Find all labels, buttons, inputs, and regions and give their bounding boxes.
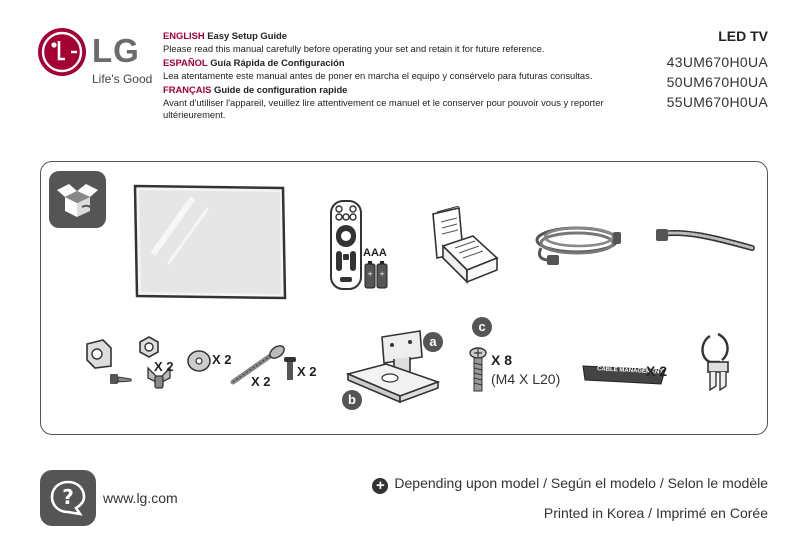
language-name: FRANÇAIS	[163, 84, 212, 95]
product-info: LED TV 43UM670H0UA 50UM670H0UA 55UM670H0…	[667, 28, 768, 112]
intro-spanish: ESPAÑOL Guía Rápida de Configuración Lea…	[163, 57, 633, 82]
cable-tie-icon	[656, 226, 756, 256]
wing-nut-icon	[145, 364, 173, 390]
part-badge-b: b	[342, 390, 362, 410]
brand-name: LG	[92, 32, 140, 69]
language-name: ENGLISH	[163, 30, 205, 41]
language-name: ESPAÑOL	[163, 57, 208, 68]
battery-label: AAA	[363, 247, 387, 259]
website-link[interactable]: www.lg.com	[103, 490, 178, 506]
model-number: 55UM670H0UA	[666, 94, 768, 110]
intro-text: ENGLISH Easy Setup Guide Please read thi…	[163, 30, 633, 124]
package-contents: AAA + +	[40, 161, 768, 435]
model-number: 43UM670H0UA	[666, 54, 768, 70]
intro-french: FRANÇAIS Guide de configuration rapide A…	[163, 84, 633, 122]
printed-in: Printed in Korea / Imprimé en Corée	[543, 505, 768, 521]
washer-quantity: X 2	[212, 352, 232, 367]
stand-screw-spec: (M4 X L20)	[491, 371, 561, 387]
remote-control-icon	[328, 199, 364, 291]
guide-title: Guía Rápida de Configuración	[210, 57, 345, 68]
lg-face-icon	[38, 28, 86, 76]
open-box-icon	[49, 171, 106, 228]
guide-title: Guide de configuration rapide	[214, 84, 348, 95]
intro-paragraph: Avant d'utiliser l'appareil, veuillez li…	[163, 96, 604, 121]
svg-text:+: +	[379, 270, 385, 278]
svg-text:?: ?	[62, 485, 74, 509]
help-question-icon: ?	[40, 470, 96, 526]
model-note: + Depending upon model / Según el modelo …	[372, 475, 768, 494]
stand-screw-quantity: X 8	[491, 352, 513, 368]
intro-english: ENGLISH Easy Setup Guide Please read thi…	[163, 30, 633, 55]
cable-holder-icon	[696, 332, 740, 394]
small-screw-icon	[283, 356, 297, 382]
bolt-quantity: X 2	[251, 374, 271, 389]
intro-paragraph: Please read this manual carefully before…	[163, 42, 545, 54]
part-badge-a: a	[423, 332, 443, 352]
brand-tagline: Life's Good	[92, 72, 153, 86]
long-bolt-icon	[229, 344, 289, 386]
bracket-quantity: X 2	[154, 359, 174, 374]
intro-paragraph: Lea atentamente este manual antes de pon…	[163, 69, 593, 81]
hex-nut-icon	[137, 335, 161, 359]
svg-text:+: +	[367, 270, 373, 278]
power-cord-icon	[529, 218, 625, 272]
cable-management-clip-icon	[581, 362, 667, 386]
lg-logo: LG Life's Good	[38, 28, 158, 86]
screw-quantity: X 2	[297, 364, 317, 379]
washer-icon	[186, 348, 212, 374]
part-badge-c: c	[472, 317, 492, 337]
model-number: 50UM670H0UA	[666, 74, 768, 90]
batteries-icon: + +	[362, 260, 390, 290]
model-note-text: Depending upon model / Según el modelo /…	[394, 475, 768, 491]
manuals-icon	[429, 205, 501, 284]
stand-base-icon	[345, 362, 441, 408]
tv-illustration	[133, 184, 288, 302]
bracket-screw-icon	[109, 370, 133, 388]
product-type: LED TV	[718, 28, 768, 44]
plus-circle-icon: +	[372, 478, 389, 494]
cable-management-quantity: X 2	[646, 363, 668, 379]
wall-bracket-icon	[83, 338, 115, 370]
stand-screw-icon	[469, 347, 487, 393]
guide-title: Easy Setup Guide	[207, 30, 287, 41]
